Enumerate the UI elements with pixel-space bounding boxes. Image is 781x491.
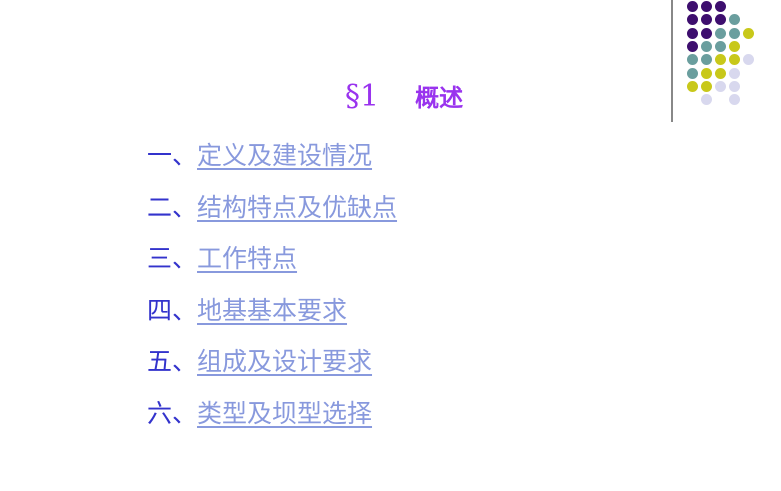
item-number: 二、 — [147, 192, 198, 222]
dot-purple — [687, 27, 698, 39]
dot-yellow — [715, 67, 726, 79]
outline-item: 六、类型及坝型选择 — [147, 394, 372, 430]
item-number: 六、 — [147, 398, 198, 428]
dot-lavender — [715, 80, 726, 92]
dot-teal — [715, 27, 726, 39]
dot-purple — [687, 1, 698, 12]
dot-purple — [687, 40, 698, 52]
outline-item: 二、结构特点及优缺点 — [147, 188, 397, 224]
dot-teal — [729, 27, 740, 39]
item-number: 一、 — [147, 141, 198, 170]
item-number: 三、 — [147, 244, 198, 273]
outline-item: 三、工作特点 — [147, 239, 297, 275]
dot-yellow — [701, 67, 712, 79]
section-title: 概述 — [415, 84, 464, 112]
item-link[interactable]: 地基基本要求 — [197, 295, 348, 325]
dot-teal — [729, 14, 740, 26]
dot-teal — [687, 67, 698, 79]
item-link[interactable]: 定义及建设情况 — [197, 141, 373, 170]
decorative-divider-line — [671, 0, 673, 122]
dot-lavender — [729, 94, 740, 106]
item-link[interactable]: 工作特点 — [197, 244, 298, 273]
dot-purple — [701, 14, 712, 26]
item-link[interactable]: 组成及设计要求 — [197, 347, 373, 376]
dot-teal — [701, 54, 712, 66]
dot-teal — [701, 40, 712, 52]
dot-yellow — [743, 27, 754, 39]
slide-title: §1 概述 — [345, 78, 463, 114]
dot-lavender — [729, 67, 740, 79]
dot-lavender — [729, 80, 740, 92]
item-number: 四、 — [147, 295, 198, 325]
dot-purple — [715, 14, 726, 26]
item-link[interactable]: 结构特点及优缺点 — [197, 192, 398, 222]
dot-lavender — [701, 94, 712, 106]
dot-yellow — [729, 54, 740, 66]
outline-item: 一、定义及建设情况 — [147, 136, 372, 172]
dot-purple — [701, 1, 712, 12]
dot-purple — [715, 1, 726, 12]
dot-yellow — [729, 40, 740, 52]
item-link[interactable]: 类型及坝型选择 — [197, 398, 373, 428]
dot-purple — [687, 14, 698, 26]
section-number: §1 — [345, 79, 380, 114]
dot-purple — [701, 27, 712, 39]
item-number: 五、 — [147, 347, 198, 376]
dot-lavender — [743, 54, 754, 66]
dot-yellow — [687, 80, 698, 92]
dot-yellow — [701, 80, 712, 92]
outline-item: 四、地基基本要求 — [147, 291, 347, 327]
outline-item: 五、组成及设计要求 — [147, 342, 372, 378]
dot-teal — [715, 40, 726, 52]
dot-teal — [687, 54, 698, 66]
dot-yellow — [715, 54, 726, 66]
